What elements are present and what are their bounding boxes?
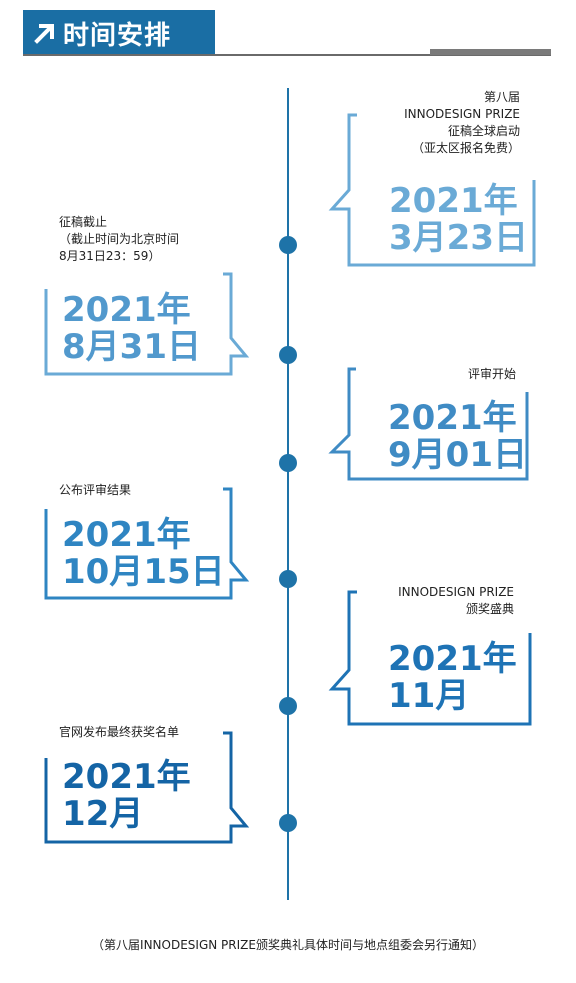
footer-note: （第八届INNODESIGN PRIZE颁奖典礼具体时间与地点组委会另行通知） xyxy=(92,938,484,952)
event-caption: 第八届 INNODESIGN PRIZE 征稿全球启动 （亚太区报名免费） xyxy=(404,90,520,155)
arrow-up-right-icon xyxy=(34,24,54,44)
timeline-dot xyxy=(279,697,297,715)
event-caption: 官网发布最终获奖名单 xyxy=(59,725,180,739)
event-date: 10月15日 xyxy=(62,552,225,592)
event-caption: INNODESIGN PRIZE 颁奖盛典 xyxy=(398,585,514,616)
timeline-dot xyxy=(279,814,297,832)
event-date: 8月31日 xyxy=(62,327,201,367)
timeline-dot xyxy=(279,346,297,364)
section-header: 时间安排 xyxy=(23,10,215,56)
event-year: 2021年 xyxy=(62,515,191,555)
event-caption: 征稿截止 （截止时间为北京时间 8月31日23：59） xyxy=(59,215,180,263)
section-title: 时间安排 xyxy=(63,20,172,51)
timeline-axis xyxy=(287,88,289,900)
event-caption: 公布评审结果 xyxy=(59,483,132,497)
event-caption: 评审开始 xyxy=(467,367,516,381)
event-date: 12月 xyxy=(62,794,144,834)
event-year: 2021年 xyxy=(388,639,517,679)
timeline-dot xyxy=(279,454,297,472)
event-date: 11月 xyxy=(388,676,470,716)
header-divider-accent xyxy=(430,49,551,55)
event-date: 9月01日 xyxy=(388,435,527,475)
header-divider xyxy=(23,54,551,56)
event-year: 2021年 xyxy=(389,181,518,221)
timeline-dot xyxy=(279,570,297,588)
event-year: 2021年 xyxy=(62,757,191,797)
event-date: 3月23日 xyxy=(389,218,528,258)
timeline-dot xyxy=(279,236,297,254)
event-year: 2021年 xyxy=(388,398,517,438)
event-year: 2021年 xyxy=(62,290,191,330)
